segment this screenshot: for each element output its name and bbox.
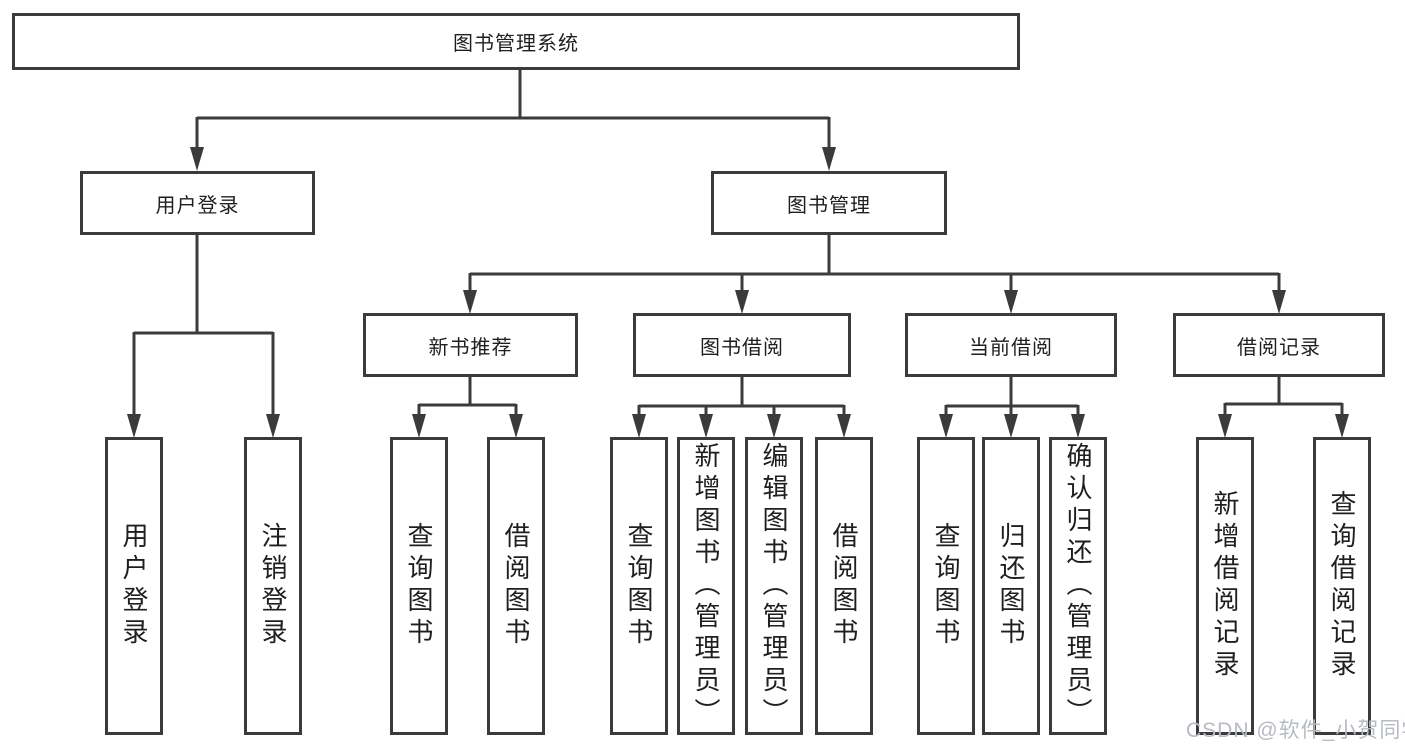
leaf-confirm-return-admin: 确认归还（管理员） xyxy=(1049,437,1107,735)
csdn-watermark: CSDN @软件_小贺同学 xyxy=(1186,719,1405,742)
node-current-borrow: 当前借阅 xyxy=(905,313,1117,377)
leaf-query-book-recommend: 查询图书 xyxy=(390,437,448,735)
leaf-edit-book-admin: 编辑图书（管理员） xyxy=(745,437,803,735)
leaf-add-book-admin: 新增图书（管理员） xyxy=(677,437,735,735)
leaf-borrow-book-borrow: 借阅图书 xyxy=(815,437,873,735)
leaf-logout: 注销登录 xyxy=(244,437,302,735)
node-user-login: 用户登录 xyxy=(80,171,315,235)
arrowheads xyxy=(127,147,1349,438)
leaf-query-book-current: 查询图书 xyxy=(917,437,975,735)
node-borrow-record: 借阅记录 xyxy=(1173,313,1385,377)
leaf-user-login: 用户登录 xyxy=(105,437,163,735)
leaf-query-book-borrow: 查询图书 xyxy=(610,437,668,735)
node-book-borrow: 图书借阅 xyxy=(633,313,851,377)
node-new-book-recommend: 新书推荐 xyxy=(363,313,578,377)
leaf-add-borrow-record: 新增借阅记录 xyxy=(1196,437,1254,735)
leaf-borrow-book-recommend: 借阅图书 xyxy=(487,437,545,735)
leaf-query-borrow-record: 查询借阅记录 xyxy=(1313,437,1371,735)
leaf-return-book: 归还图书 xyxy=(982,437,1040,735)
node-book-management: 图书管理 xyxy=(711,171,947,235)
node-root-system: 图书管理系统 xyxy=(12,13,1020,70)
